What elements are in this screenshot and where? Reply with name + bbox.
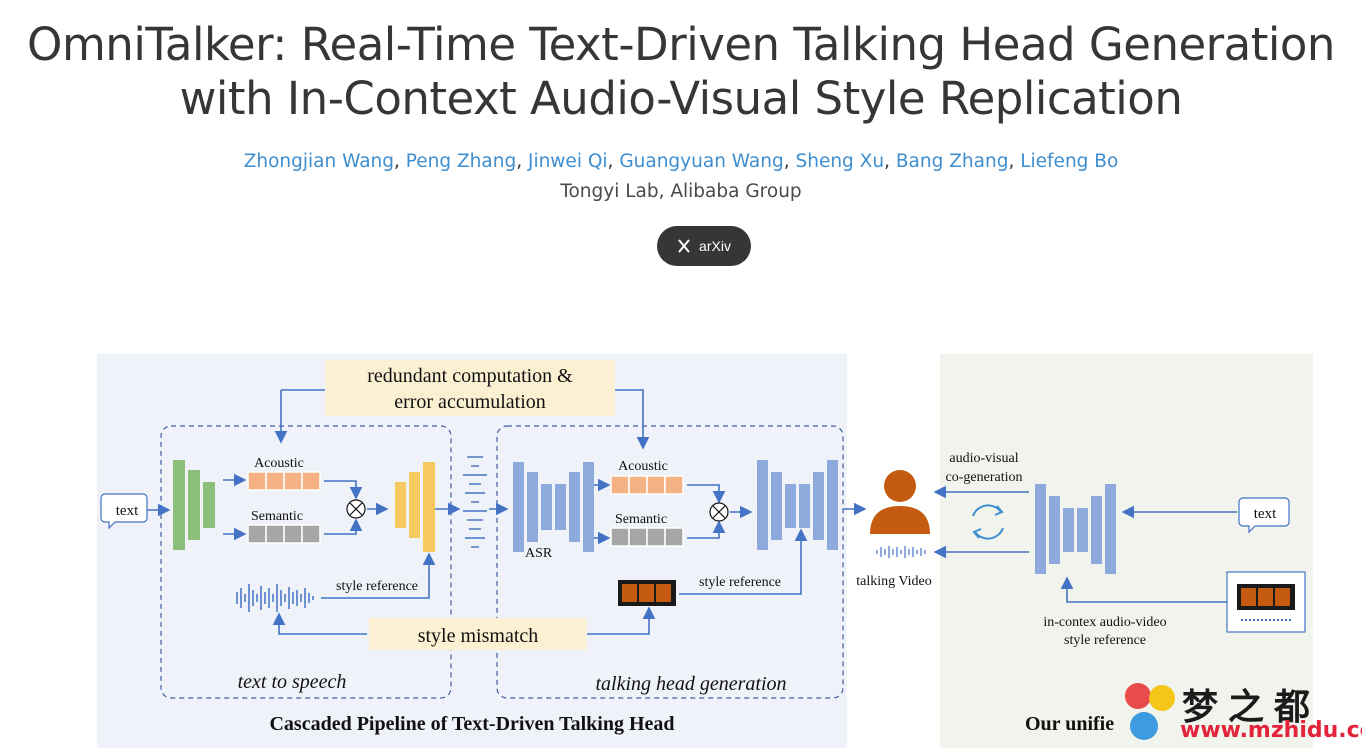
caption-unified: Our unifie [1025,713,1114,735]
arxiv-button[interactable]: arXiv [657,226,751,266]
style-reference-waveform-tts [236,584,314,612]
acoustic-label-thg: Acoustic [618,459,668,474]
caption-cascaded: Cascaded Pipeline of Text-Driven Talking… [269,713,674,735]
callout-top-box [325,360,615,416]
tts-encoder-blocks [173,460,215,550]
talking-avatar-icon [870,470,930,534]
callout-top-line1: redundant computation & [367,365,573,387]
in-context-line2: style reference [1064,633,1146,648]
arxiv-button-label: arXiv [699,238,731,254]
talking-video-label: talking Video [856,574,932,589]
asr-blocks [513,462,594,552]
author-link-peng-zhang[interactable]: Peng Zhang [405,151,517,172]
watermark-logo-icon [1125,683,1175,740]
watermark-chinese: 梦之都 [1182,687,1321,728]
acoustic-cells-tts [247,471,321,491]
author-link-bang-zhang[interactable]: Bang Zhang [895,151,1009,172]
author-link-guangyuan-wang[interactable]: Guangyuan Wang [619,151,784,172]
watermark: 梦之都 www.mzhidu.com [1122,678,1362,748]
style-reference-label-tts: style reference [336,579,418,594]
talking-video-waveform [876,546,926,558]
watermark-url: www.mzhidu.com [1180,718,1362,743]
semantic-label-tts: Semantic [251,509,303,524]
acoustic-cells-thg [610,475,684,495]
callout-bottom-box [369,618,587,650]
co-generation-cycle-icon [972,504,1004,540]
text-input-left: text [116,503,139,519]
x-icon [678,239,690,253]
style-reference-filmstrip-thg [618,580,676,606]
thg-box [496,425,844,699]
author-link-liefeng-bo[interactable]: Liefeng Bo [1020,151,1119,172]
author-list: Zhongjian Wang, Peng Zhang, Jinwei Qi, G… [243,151,1119,172]
audio-visual-line2: co-generation [946,470,1023,485]
title-line-1: OmniTalker: Real-Time Text-Driven Talkin… [27,18,1335,71]
tts-decoder-blocks [395,462,435,552]
tts-box [160,425,452,699]
tts-section-label: text to speech [238,671,347,693]
callout-bottom-label: style mismatch [418,625,539,647]
in-context-reference-box [1226,571,1306,633]
semantic-cells-tts [247,524,321,544]
author-link-zhongjian-wang[interactable]: Zhongjian Wang [243,151,395,172]
author-link-jinwei-qi[interactable]: Jinwei Qi [527,151,608,172]
unified-model-blocks [1035,484,1116,574]
fusion-icon-tts [346,499,366,519]
page-title: OmniTalker: Real-Time Text-Driven Talkin… [0,18,1362,126]
title-line-2: with In-Context Audio-Visual Style Repli… [179,72,1183,125]
text-input-right: text [1254,506,1277,522]
semantic-label-thg: Semantic [615,512,667,527]
acoustic-label-tts: Acoustic [254,456,304,471]
pipeline-figure: redundant computation & error accumulati… [97,354,1313,748]
audio-waveform-middle [463,456,487,548]
thg-section-label: talking head generation [595,673,786,695]
thg-generator-blocks [757,460,838,550]
callout-top-line2: error accumulation [394,391,546,413]
in-context-line1: in-contex audio-video [1043,615,1166,630]
audio-visual-line1: audio-visual [949,451,1018,466]
unified-panel [940,354,1313,748]
affiliation: Tongyi Lab, Alibaba Group [560,181,802,202]
cascaded-panel [97,354,847,748]
text-bubble-right [1238,497,1290,534]
semantic-cells-thg [610,527,684,547]
text-bubble-left [100,493,148,530]
asr-label: ASR [525,546,553,561]
style-reference-label-thg: style reference [699,575,781,590]
fusion-icon-thg [709,502,729,522]
author-link-sheng-xu[interactable]: Sheng Xu [795,151,885,172]
